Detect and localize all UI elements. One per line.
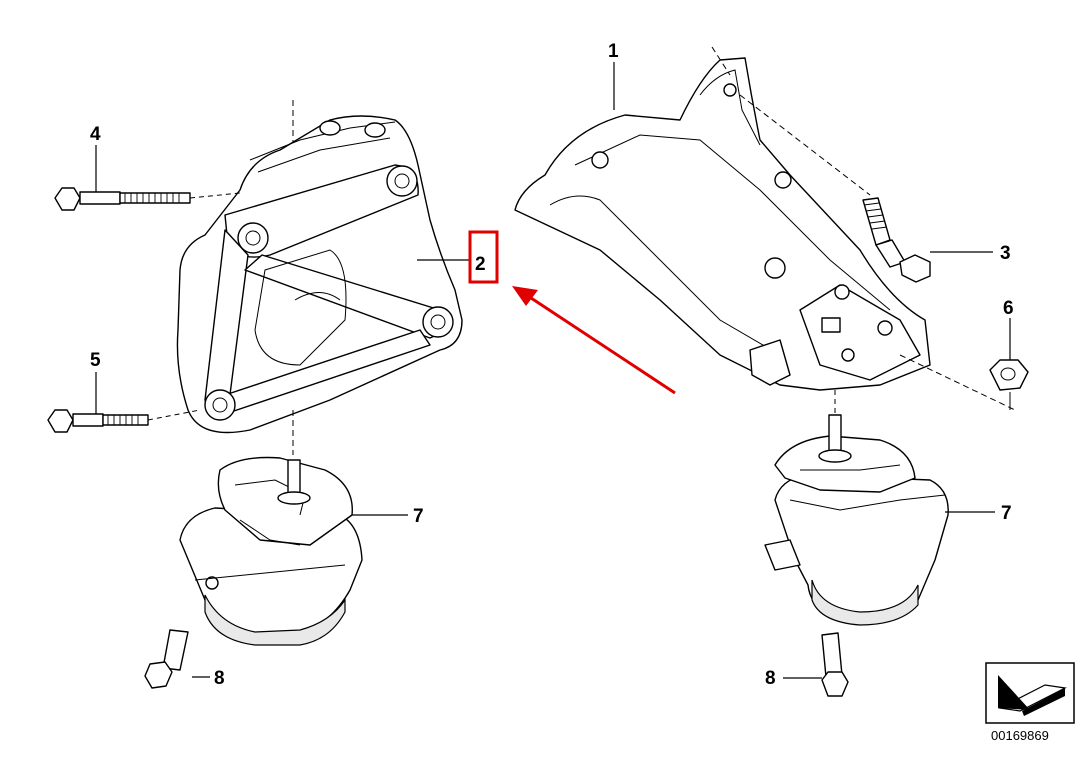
highlight-arrow	[512, 286, 676, 395]
rubber-mount-right[interactable]	[764, 390, 949, 626]
diagram-number: 00169869	[991, 728, 1049, 743]
engine-mount-bracket-left[interactable]	[176, 100, 463, 455]
callout-8-left: 8	[214, 668, 225, 689]
nut-6[interactable]	[989, 359, 1029, 410]
callout-3: 3	[1000, 243, 1011, 264]
bolt-8-left[interactable]	[144, 629, 189, 689]
direction-arrow-icon: 00169869	[985, 662, 1075, 743]
callout-5: 5	[90, 350, 101, 371]
bolt-8-right[interactable]	[821, 632, 849, 697]
bolt-5[interactable]	[47, 409, 201, 433]
callout-1: 1	[608, 41, 619, 62]
callout-2: 2	[475, 254, 486, 275]
callout-2-highlight[interactable]: 2	[468, 230, 499, 284]
engine-support-arm-right[interactable]	[514, 46, 1016, 411]
callout-6: 6	[1003, 298, 1014, 319]
rubber-mount-left[interactable]	[179, 456, 363, 646]
callout-4: 4	[90, 124, 101, 145]
callout-8-right: 8	[765, 668, 776, 689]
callout-7-left: 7	[413, 506, 424, 527]
bolt-4[interactable]	[54, 187, 241, 211]
bolt-3[interactable]	[862, 197, 931, 283]
leader-lines	[95, 62, 1011, 679]
callout-7-right: 7	[1001, 503, 1012, 524]
